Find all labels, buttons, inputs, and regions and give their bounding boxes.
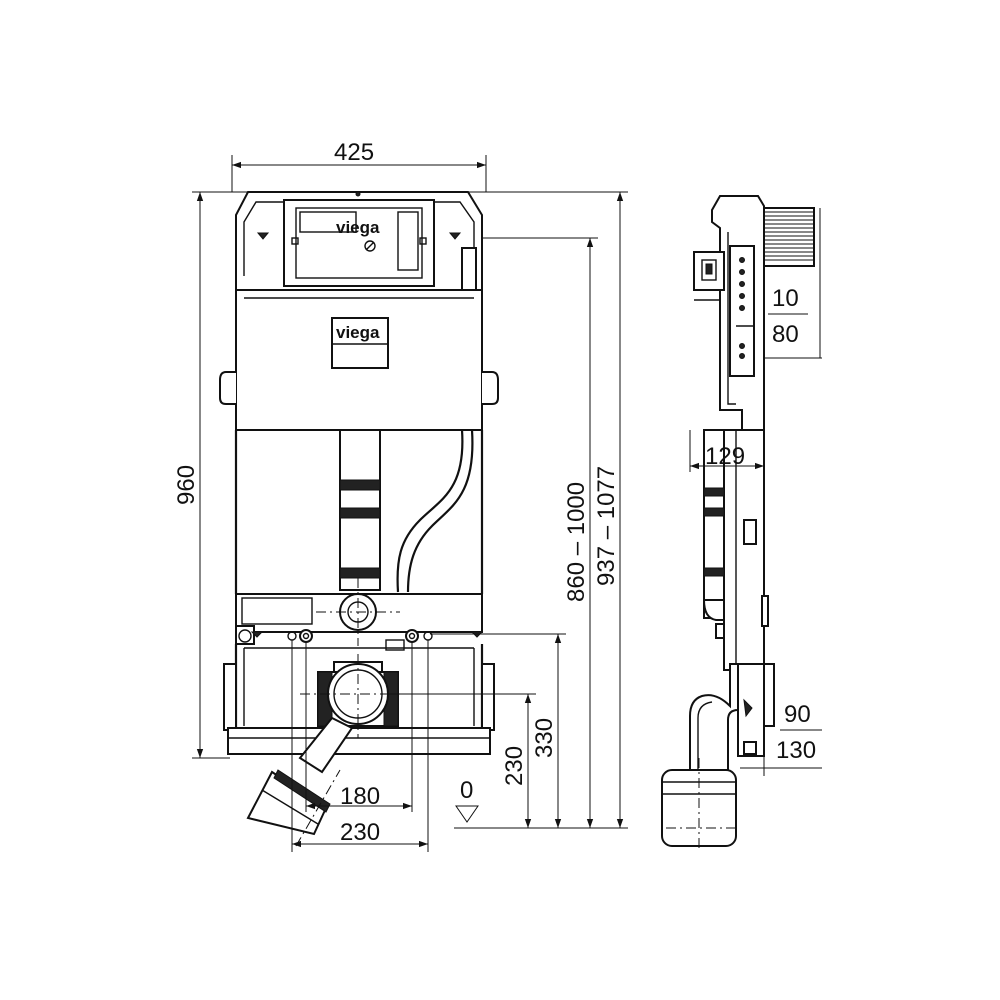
zero-level-label: 0	[460, 777, 473, 804]
label-plate	[331, 317, 389, 369]
outlet-height-label: 330	[531, 718, 558, 758]
drain-pipe-angled	[246, 716, 354, 847]
spacing-small-label: 180	[340, 783, 380, 810]
flush-height-label: 860 – 1000	[563, 482, 590, 602]
side-drain-bend	[689, 663, 739, 771]
wall-offset-top-label: 10	[772, 285, 799, 312]
depth-label: 129	[705, 443, 745, 470]
flush-actuator-frame	[283, 199, 435, 287]
pipe-offset-top-label: 90	[784, 701, 811, 728]
wall-offset-bottom-label: 80	[772, 321, 799, 348]
drain-height-label: 230	[501, 746, 528, 786]
frame-height-label: 937 – 1077	[593, 466, 620, 586]
height-label: 960	[173, 465, 200, 505]
spacing-large-label: 230	[340, 819, 380, 846]
supply-hose	[396, 429, 464, 593]
side-bracket	[693, 251, 725, 291]
side-view	[661, 195, 815, 850]
left-foot	[223, 663, 237, 731]
front-dimensions: 425 960 860 – 1000 937 – 1077 0 330 230 …	[173, 139, 628, 852]
front-view: viega viega	[219, 191, 499, 847]
left-bracket	[219, 371, 236, 405]
base-rail	[227, 727, 491, 755]
right-bracket	[482, 371, 499, 405]
label-logo: viega	[336, 323, 380, 342]
pipe-offset-bottom-label: 130	[776, 737, 816, 764]
wall-flange	[763, 207, 815, 267]
width-label: 425	[334, 139, 374, 166]
actuator-logo: viega	[336, 218, 380, 237]
side-dimensions: 129 10 80 90 130	[689, 208, 822, 776]
right-foot	[481, 663, 495, 731]
